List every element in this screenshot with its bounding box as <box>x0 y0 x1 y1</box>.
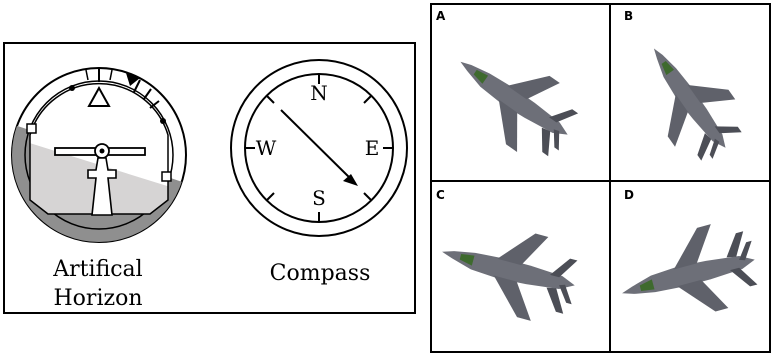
compass-south-label: S <box>312 186 326 210</box>
panel-letter-d: D <box>624 188 634 202</box>
panel-letter-c: C <box>436 188 445 202</box>
panel-letter-a: A <box>436 9 446 23</box>
artificial-horizon-label-line2: Horizon <box>54 286 143 311</box>
panel-letter-b: B <box>624 9 633 23</box>
compass-west-label: W <box>256 136 277 160</box>
compass-east-label: E <box>365 136 380 160</box>
artificial-horizon-label-line1: Artifical <box>52 257 142 282</box>
compass-north-label: N <box>310 81 328 105</box>
compass-label: Compass <box>270 261 371 286</box>
